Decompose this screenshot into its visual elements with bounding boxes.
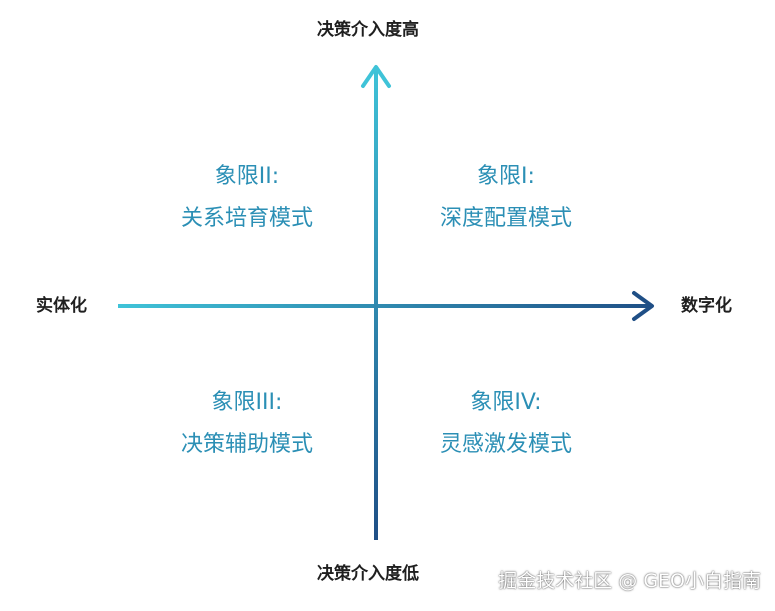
up-arrowhead <box>361 65 391 88</box>
watermark: 掘金技术社区 @ GEO小白指南 <box>498 570 761 592</box>
quadrant-name: 决策辅助模式 <box>180 432 313 457</box>
right-arrowhead <box>632 291 654 321</box>
axis-label-bottom: 决策介入度低 <box>317 564 419 584</box>
quadrant-bottom-left: 象限III: 决策辅助模式 <box>127 392 367 456</box>
quadrant-bottom-right: 象限IV: 灵感激发模式 <box>386 392 626 456</box>
axis-label-top: 决策介入度高 <box>317 20 419 40</box>
axis-label-left: 实体化 <box>36 296 87 316</box>
quadrant-top-left: 象限II: 关系培育模式 <box>127 166 367 230</box>
quadrant-title: 象限III: <box>211 390 283 415</box>
quadrant-title: 象限I: <box>477 164 535 189</box>
quadrant-name: 深度配置模式 <box>439 206 572 231</box>
quadrant-name: 关系培育模式 <box>180 206 313 231</box>
quadrant-name: 灵感激发模式 <box>439 432 572 457</box>
axis-label-right: 数字化 <box>681 296 732 316</box>
quadrant-title: 象限II: <box>214 164 280 189</box>
quadrant-title: 象限IV: <box>470 390 542 415</box>
quadrant-top-right: 象限I: 深度配置模式 <box>386 166 626 230</box>
